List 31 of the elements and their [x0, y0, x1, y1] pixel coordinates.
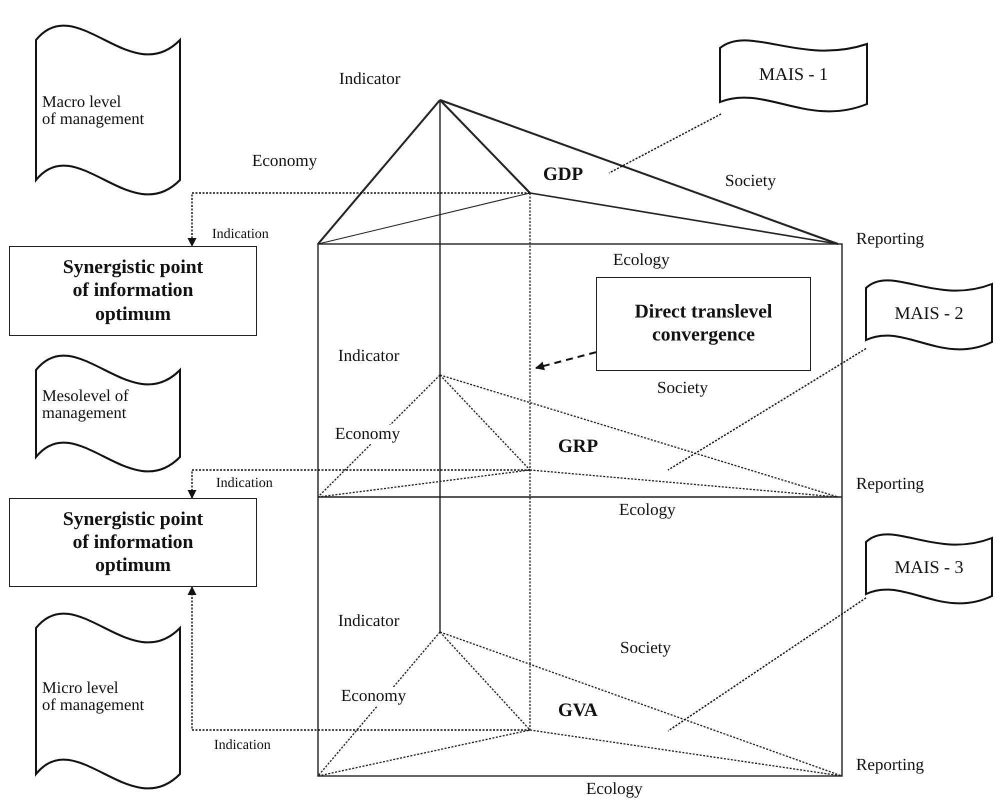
indication-arrow [188, 586, 530, 731]
arrow [535, 351, 596, 370]
category-label: Reporting [855, 230, 925, 249]
box-title: Direct translevel convergence [634, 300, 774, 348]
level-name: Micro level of management [42, 679, 146, 714]
indication-arrow [188, 469, 530, 499]
leader-line [608, 113, 722, 174]
indication-arrow [188, 192, 530, 247]
category-label: Ecology [618, 501, 677, 520]
category-label: Reporting [855, 756, 925, 775]
text-box [9, 246, 257, 336]
category-label: Ecology [585, 780, 644, 799]
system-name: MAIS - 2 [893, 303, 964, 324]
category-label: Economy [251, 152, 318, 171]
text-box [596, 277, 811, 371]
level-name: Macro level of management [42, 93, 146, 128]
category-label: Ecology [612, 251, 671, 270]
category-label: Economy [340, 687, 408, 706]
system-name: MAIS - 3 [893, 557, 964, 578]
category-label: Society [619, 639, 672, 658]
text-box [9, 498, 257, 587]
leader-line [668, 597, 866, 732]
category-label: Economy [334, 425, 402, 444]
system-name: MAIS - 1 [758, 64, 829, 85]
box-title: Synergistic point of information optimum [62, 507, 204, 578]
category-label: Reporting [855, 475, 925, 494]
category-label: Society [724, 172, 777, 191]
box-title: Synergistic point of information optimum [62, 256, 204, 326]
category-label: Society [656, 379, 709, 398]
level-name: Mesolevel of management [42, 387, 130, 422]
leader-line [668, 348, 866, 471]
